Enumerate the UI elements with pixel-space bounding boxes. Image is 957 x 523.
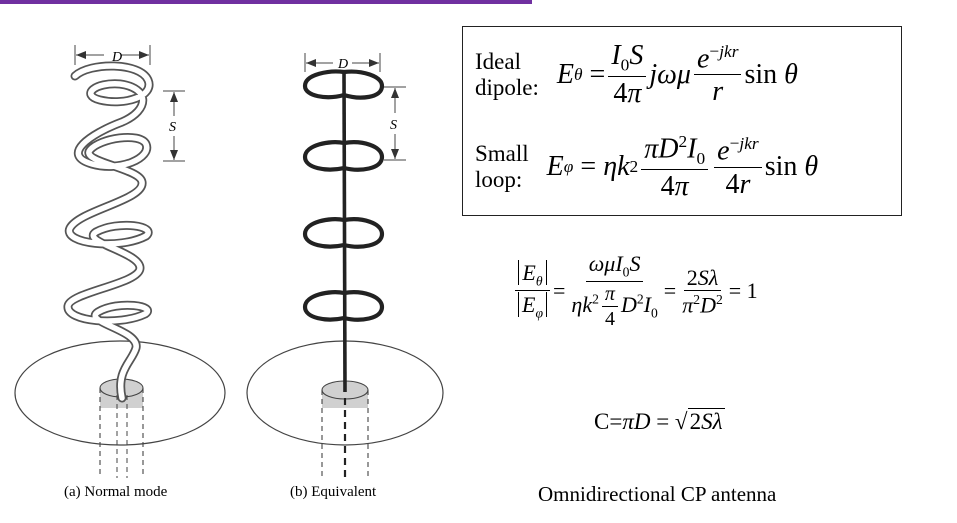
caption-equivalent: (b) Equivalent bbox=[290, 484, 377, 500]
spacing-label-b: S bbox=[390, 118, 397, 133]
diameter-label-b: D bbox=[337, 57, 348, 72]
normal-mode-helix bbox=[14, 45, 226, 478]
spacing-label-a: S bbox=[169, 120, 176, 135]
accent-bar bbox=[0, 0, 532, 4]
ground-plane bbox=[14, 340, 226, 446]
small-loop-label: Small loop: bbox=[475, 141, 529, 193]
circumference-equation: C=πD = √2Sλ bbox=[594, 408, 725, 434]
loop-3 bbox=[302, 217, 385, 249]
caption-omnidirectional: Omnidirectional CP antenna bbox=[538, 482, 777, 506]
loop-2 bbox=[302, 140, 385, 172]
caption-normal-mode: (a) Normal mode bbox=[64, 484, 168, 500]
diameter-label-a: D bbox=[111, 50, 122, 65]
loop-4 bbox=[302, 290, 385, 322]
loop-1 bbox=[302, 69, 385, 100]
ideal-dipole-label: Ideal dipole: bbox=[475, 48, 539, 100]
equivalent-model bbox=[246, 53, 444, 478]
